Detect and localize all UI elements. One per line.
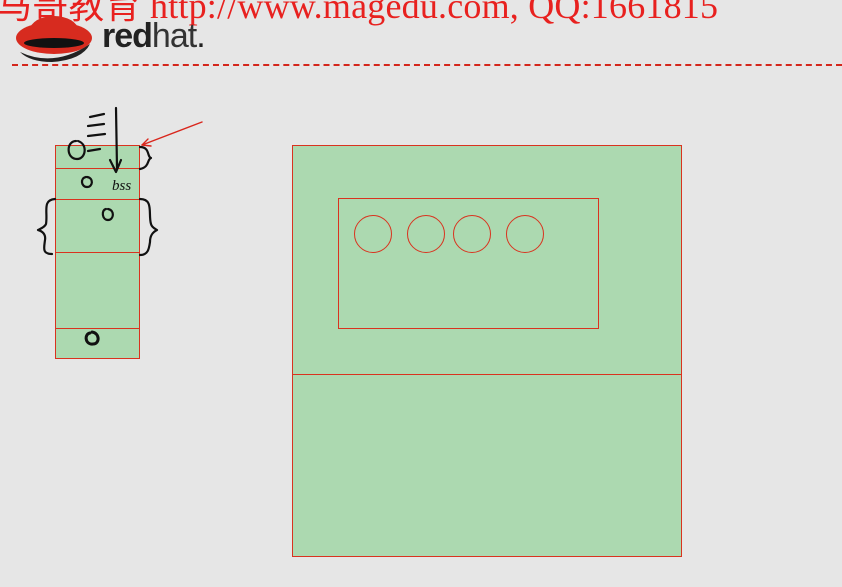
red-arrow-head	[141, 138, 152, 147]
large-block-divider	[293, 374, 681, 375]
ink-small-line	[86, 147, 102, 153]
ink-zero-3	[101, 207, 114, 222]
ink-brace-top	[138, 145, 153, 171]
slot-circle-3	[453, 215, 491, 253]
ink-stack-line-3	[86, 132, 107, 138]
inner-panel	[338, 198, 599, 329]
large-block	[292, 145, 682, 557]
ink-zero-2	[80, 175, 93, 189]
logo-red: red	[102, 17, 153, 55]
shadowman-icon	[16, 16, 92, 62]
logo-dot: .	[196, 17, 206, 55]
redhat-wordmark: redhat.	[102, 17, 206, 55]
slot-circle-4	[506, 215, 544, 253]
segment-divider-2	[56, 199, 139, 200]
segment-divider-3	[56, 252, 139, 253]
ink-stack-line-1	[88, 112, 106, 119]
redhat-logo: redhat.	[10, 8, 250, 64]
watermark-text: 马哥教育 http://www.magedu.com, QQ:1661815	[0, 0, 719, 26]
segment-divider-4	[56, 328, 139, 329]
ink-brace-left	[36, 197, 57, 256]
ink-brace-right	[138, 197, 159, 257]
ink-zero-bottom	[84, 330, 100, 346]
ink-stack-line-2	[86, 122, 106, 128]
header-divider	[12, 64, 842, 66]
memory-column	[55, 145, 140, 359]
red-arrow-line	[141, 121, 203, 146]
segment-divider-1	[56, 168, 139, 169]
ink-vertical-stroke	[114, 106, 119, 170]
ink-zero-top	[67, 139, 86, 161]
ink-arrow-down	[108, 158, 123, 174]
bss-label: bss	[112, 178, 131, 194]
slot-circle-2	[407, 215, 445, 253]
slot-circle-1	[354, 215, 392, 253]
logo-hat: hat	[151, 17, 197, 55]
